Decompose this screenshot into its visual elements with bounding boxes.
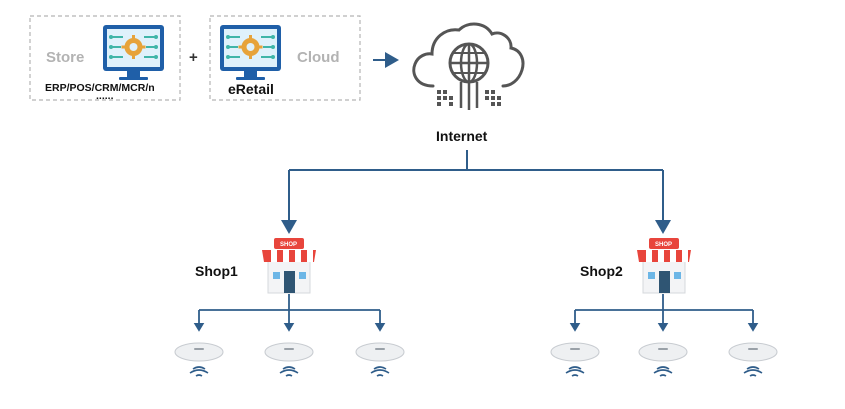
shop2-label: Shop2 [580, 263, 623, 279]
wireless-access-point-icon [264, 342, 314, 377]
shop1-label: Shop1 [195, 263, 238, 279]
cloud-monitor-icon [220, 25, 281, 80]
wireless-access-point-icon [550, 342, 600, 377]
cloud-box: Cloud eRetail [209, 15, 361, 101]
eretail-label: eRetail [228, 81, 274, 97]
shop1-ap-links [193, 294, 386, 332]
store-ellipsis: ...... [96, 90, 114, 102]
plus-sign: + [189, 49, 198, 66]
cloud-globe-icon [412, 22, 525, 110]
wireless-access-point-icon [638, 342, 688, 377]
wireless-access-point-icon [728, 342, 778, 377]
store-box: Store ERP/POS/CRM/MCR/n ...... [29, 15, 181, 102]
cloud-label: Cloud [297, 49, 340, 66]
shop1-sign: SHOP [280, 242, 297, 248]
shop2-storefront-icon: SHOP [637, 238, 691, 294]
store-monitor-icon [103, 25, 164, 80]
wireless-access-point-icon [355, 342, 405, 377]
access-points [174, 342, 778, 377]
store-label: Store [46, 49, 84, 66]
internet-links [281, 150, 671, 234]
shop2-ap-links [569, 294, 759, 332]
shop1-storefront-icon: SHOP [262, 238, 316, 294]
wireless-access-point-icon [174, 342, 224, 377]
internet-label: Internet [436, 128, 488, 144]
store-systems-label: ERP/POS/CRM/MCR/n [45, 82, 155, 94]
shop2-sign: SHOP [655, 242, 672, 248]
